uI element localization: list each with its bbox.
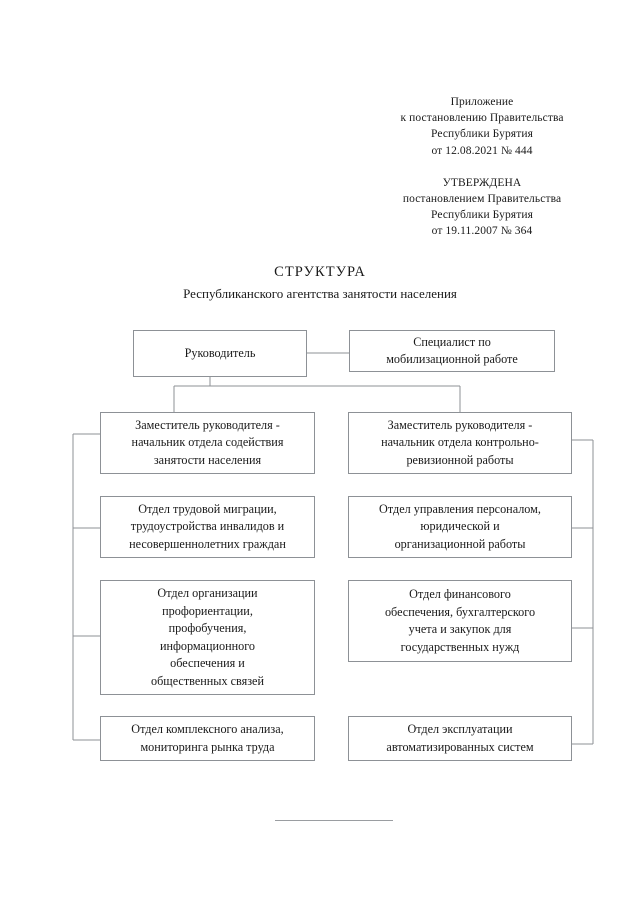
node-finance-accounting-label: Отдел финансового обеспечения, бухгалтер… [384, 587, 536, 654]
page-title: СТРУКТУРА Республиканского агентства зан… [0, 262, 640, 304]
header-line-3: Республики Бурятия [431, 128, 533, 141]
header-line-1: Приложение [450, 96, 514, 108]
node-mobilization-specialist-label: Специалист по мобилизационной работе [386, 334, 518, 367]
node-mobilization-specialist[interactable]: Специалист по мобилизационной работе [349, 330, 555, 372]
document-header: Приложение к постановлению Правительства… [362, 94, 602, 240]
node-labor-migration-label: Отдел трудовой миграции, трудоустройства… [129, 501, 286, 551]
node-automated-systems-label: Отдел эксплуатации автоматизированных си… [386, 722, 534, 754]
title-subtitle: Республиканского агентства занятости нас… [183, 286, 457, 301]
approval-line-2: постановлением Правительства [402, 193, 562, 206]
node-finance-accounting[interactable]: Отдел финансового обеспечения, бухгалтер… [348, 580, 572, 662]
node-automated-systems[interactable]: Отдел эксплуатации автоматизированных си… [348, 716, 572, 761]
node-hr-legal[interactable]: Отдел управления персоналом, юридической… [348, 496, 572, 558]
node-labor-migration[interactable]: Отдел трудовой миграции, трудоустройства… [100, 496, 315, 558]
node-deputy-audit-label: Заместитель руководителя - начальник отд… [381, 417, 539, 467]
footer-divider [275, 820, 393, 821]
node-head-label: Руководитель [184, 345, 256, 360]
title-main: СТРУКТУРА [274, 264, 366, 280]
node-head[interactable]: Руководитель [133, 330, 307, 377]
approval-line-3: Республики Бурятия [431, 209, 533, 222]
header-line-4: от 12.08.2021 № 444 [431, 144, 533, 157]
node-analysis-monitoring[interactable]: Отдел комплексного анализа, мониторинга … [100, 716, 315, 761]
approval-line-4: от 19.11.2007 № 364 [431, 225, 533, 238]
node-deputy-audit[interactable]: Заместитель руководителя - начальник отд… [348, 412, 572, 474]
node-deputy-employment-label: Заместитель руководителя - начальник отд… [131, 417, 284, 467]
node-deputy-employment[interactable]: Заместитель руководителя - начальник отд… [100, 412, 315, 474]
approval-line-1: УТВЕРЖДЕНА [442, 176, 522, 189]
node-hr-legal-label: Отдел управления персоналом, юридической… [379, 501, 541, 551]
node-analysis-monitoring-label: Отдел комплексного анализа, мониторинга … [131, 722, 284, 754]
header-line-2: к постановлению Правительства [400, 112, 564, 125]
node-career-guidance[interactable]: Отдел организации профориентации, профоб… [100, 580, 315, 695]
node-career-guidance-label: Отдел организации профориентации, профоб… [151, 586, 264, 688]
